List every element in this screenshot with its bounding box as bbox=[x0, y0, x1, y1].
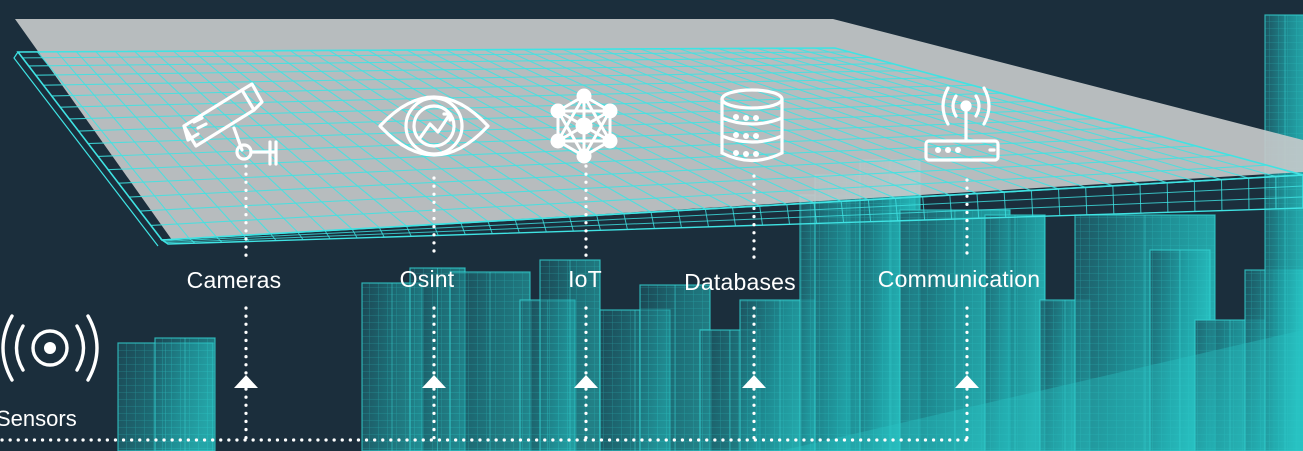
building bbox=[984, 214, 1046, 451]
broadcast-sensor-icon bbox=[1, 314, 99, 382]
building bbox=[639, 284, 711, 451]
database-stack-icon bbox=[720, 88, 784, 163]
plane-top-surface bbox=[15, 19, 1303, 240]
wifi-router-icon bbox=[924, 86, 1000, 162]
arrow-up-icon bbox=[955, 375, 979, 388]
network-molecule-icon bbox=[550, 88, 618, 164]
connector-databases bbox=[742, 174, 766, 442]
connectors bbox=[0, 164, 979, 442]
connector-osint bbox=[422, 176, 446, 442]
building bbox=[154, 337, 216, 451]
city-skyline bbox=[117, 14, 1303, 451]
grid-plane bbox=[13, 19, 1303, 247]
connector-iot bbox=[574, 164, 598, 442]
connector-communication bbox=[955, 178, 979, 442]
connector-cameras bbox=[234, 164, 258, 442]
source-label-osint: Osint bbox=[399, 266, 455, 292]
city-glow bbox=[780, 330, 1303, 451]
source-label-databases: Databases bbox=[684, 269, 796, 295]
cctv-camera-icon bbox=[182, 82, 278, 166]
arrow-up-icon bbox=[742, 375, 766, 388]
arrow-up-icon bbox=[234, 375, 258, 388]
source-label-communication: Communication bbox=[877, 266, 1041, 292]
arrow-up-icon bbox=[574, 375, 598, 388]
eye-chart-icon bbox=[378, 95, 490, 157]
building bbox=[539, 259, 601, 451]
source-label-iot: IoT bbox=[568, 266, 602, 292]
sensors-label: Sensors bbox=[0, 406, 77, 431]
source-label-cameras: Cameras bbox=[186, 267, 282, 293]
building bbox=[449, 271, 531, 451]
arrow-up-icon bbox=[422, 375, 446, 388]
building bbox=[1264, 14, 1303, 451]
